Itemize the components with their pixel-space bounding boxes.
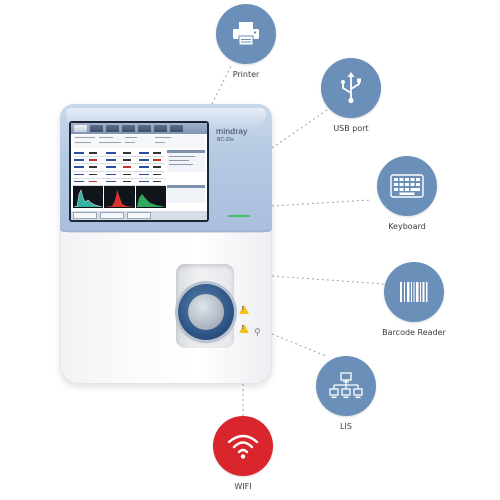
caution-warning-icon: ! xyxy=(239,324,249,333)
printer-label: Printer xyxy=(232,70,260,79)
screen-status-panel xyxy=(167,185,205,203)
analyzer-top-panel: mindray BC-20s xyxy=(60,104,272,232)
peripheral-lis: LIS xyxy=(286,356,406,431)
peripheral-usb: USB port xyxy=(291,58,411,133)
barcode-icon xyxy=(384,262,444,322)
screen-sample-info xyxy=(73,135,205,148)
panel-seam xyxy=(68,232,264,233)
sample-probe-door[interactable] xyxy=(178,284,234,340)
screen-status-bar xyxy=(71,211,207,220)
usb-icon xyxy=(321,58,381,118)
biohazard-warning-icon: ! xyxy=(239,305,249,314)
touch-screen[interactable] xyxy=(69,121,209,222)
wbc-histogram xyxy=(73,186,104,208)
rbc-histogram xyxy=(104,186,135,208)
probe-symbol-icon: ⚲ xyxy=(254,327,261,337)
screen-flags-panel xyxy=(167,150,205,172)
peripheral-wifi: WIFI xyxy=(183,416,303,491)
printer-icon xyxy=(216,4,276,64)
brand-logo: mindray xyxy=(216,126,248,136)
connector-usb xyxy=(271,107,331,149)
keyboard-icon xyxy=(377,156,437,216)
peripheral-keyboard: Keyboard xyxy=(347,156,467,231)
connector-lis xyxy=(271,333,327,357)
status-indicator xyxy=(228,215,250,217)
usb-label: USB port xyxy=(333,124,369,133)
lis-label: LIS xyxy=(340,422,352,431)
hematology-analyzer: mindray BC-20s ! ! ⚲ xyxy=(60,104,272,384)
screen-toolbar xyxy=(71,123,207,134)
screen-histograms xyxy=(73,186,166,208)
model-name: BC-20s xyxy=(217,137,234,143)
network-icon xyxy=(316,356,376,416)
barcode-label: Barcode Reader xyxy=(382,328,446,337)
peripheral-barcode-reader: Barcode Reader xyxy=(354,262,474,337)
connector-barcode xyxy=(271,275,385,285)
wifi-icon xyxy=(213,416,273,476)
wifi-label: WIFI xyxy=(234,482,252,491)
plt-histogram xyxy=(135,186,166,208)
peripheral-printer: Printer xyxy=(186,4,306,79)
keyboard-label: Keyboard xyxy=(388,222,426,231)
connector-keyboard xyxy=(271,199,371,207)
